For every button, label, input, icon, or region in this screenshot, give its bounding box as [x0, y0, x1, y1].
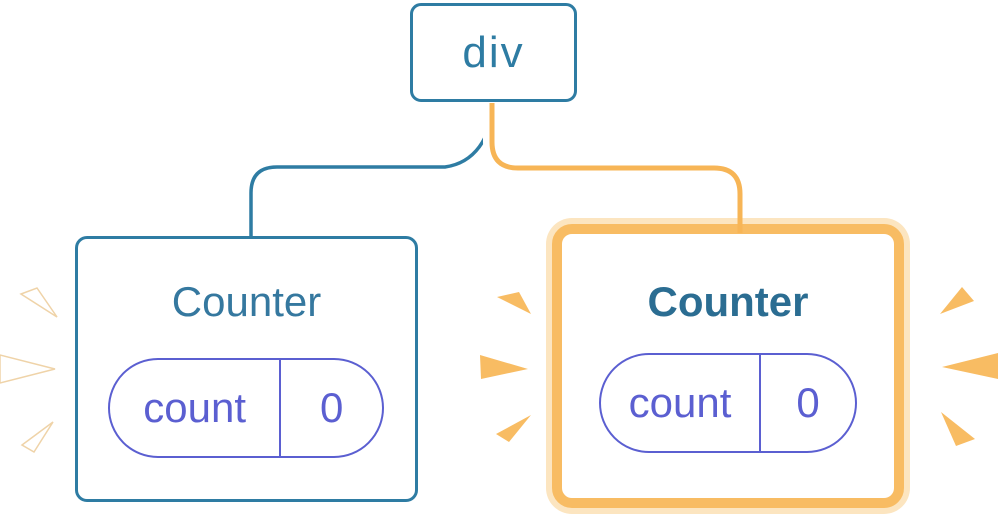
sparkle-icon	[497, 292, 531, 314]
root-div-node-label: div	[462, 27, 525, 77]
counter-node-left: Counter count 0	[75, 236, 418, 502]
connector-root-to-right	[489, 103, 743, 233]
sparkle-icon	[496, 415, 531, 442]
burst-left	[0, 287, 58, 454]
state-name: count	[110, 360, 282, 456]
sparkle-icon	[941, 412, 975, 446]
state-pill: count 0	[108, 358, 384, 458]
counter-node-right: Counter count 0	[552, 224, 904, 508]
connector-root-to-left	[249, 103, 494, 237]
state-pill: count 0	[599, 353, 857, 453]
counter-title: Counter	[171, 278, 322, 325]
sparkle-icon	[480, 355, 528, 379]
state-value: 0	[320, 384, 344, 431]
counter-node-right-highlight: Counter count 0	[546, 218, 910, 514]
sparkle-icon	[0, 354, 56, 384]
sparkle-icon	[940, 287, 974, 314]
sparkle-icon	[942, 353, 998, 379]
sparkle-icon	[19, 287, 58, 318]
connector-root-to-right-casing	[483, 103, 749, 218]
burst-right	[940, 287, 998, 446]
sparkle-icon	[20, 421, 54, 454]
state-name: count	[601, 355, 762, 451]
state-value: 0	[796, 379, 820, 426]
root-div-node: div	[410, 3, 577, 102]
burst-middle	[480, 292, 531, 442]
counter-title: Counter	[647, 278, 809, 325]
